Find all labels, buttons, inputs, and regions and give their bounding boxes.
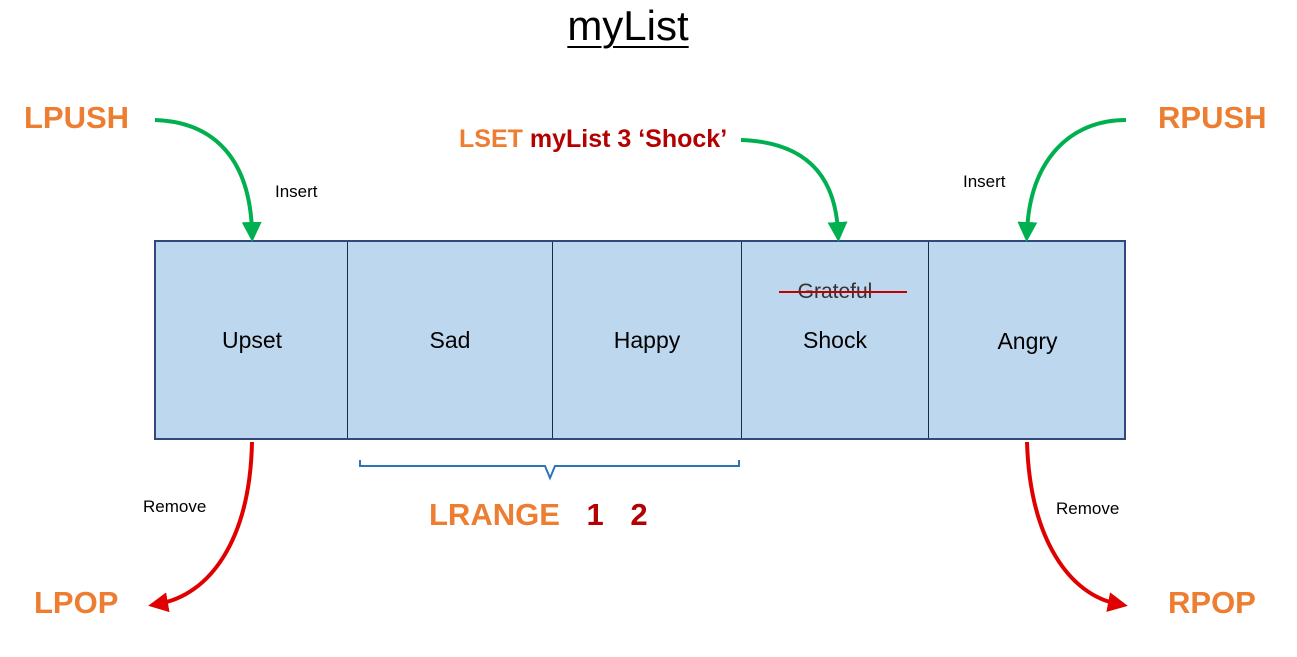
list-container: Upset Sad Happy Shock Angry Grateful (154, 240, 1126, 440)
rpush-label: RPUSH (1158, 100, 1267, 135)
insert-right-arrow (1017, 118, 1127, 242)
remove-right-label: Remove (1056, 499, 1120, 518)
diagram-title: myList (567, 2, 689, 49)
remove-left-arrow (148, 441, 254, 613)
lset-command: LSET myList 3 ‘Shock’ (459, 125, 727, 154)
strikethrough-line (779, 291, 907, 293)
lrange-start: 1 (586, 497, 604, 532)
remove-right-arrow (1025, 441, 1128, 612)
list-item: Upset (221, 326, 283, 353)
lrange-command: LRANGE 1 2 (429, 497, 648, 533)
lpush-label: LPUSH (24, 100, 130, 135)
lset-arrow (740, 138, 848, 242)
remove-left-label: Remove (143, 497, 207, 516)
list-item: Angry (997, 328, 1058, 354)
list-item: Sad (429, 326, 471, 353)
insert-left-arrow (154, 118, 262, 242)
cell-divider (928, 242, 929, 438)
cell-divider (741, 242, 742, 438)
lpop-label: LPOP (34, 585, 119, 620)
list-item: Shock (803, 326, 867, 353)
cell-divider (347, 242, 348, 438)
lset-keyword: LSET (459, 125, 523, 153)
cell-divider (552, 242, 553, 438)
list-item: Happy (613, 326, 681, 353)
insert-right-label: Insert (963, 172, 1006, 191)
lrange-keyword: LRANGE (429, 497, 560, 532)
lrange-stop: 2 (630, 497, 648, 532)
rpop-label: RPOP (1168, 585, 1256, 620)
lrange-brace (359, 460, 740, 481)
lset-args: myList 3 ‘Shock’ (529, 125, 728, 153)
insert-left-label: Insert (275, 182, 318, 201)
